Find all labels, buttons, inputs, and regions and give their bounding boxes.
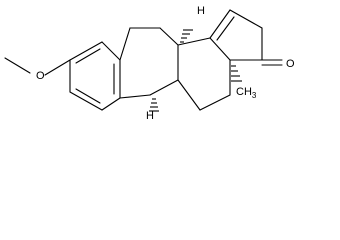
ring-b: [119, 27, 179, 99]
double-bond-c3-c4: [75, 48, 101, 64]
bond-c12-c11: [199, 94, 231, 111]
bond-c7-c8: [159, 27, 179, 46]
ring-d: [209, 9, 263, 61]
ring-c: [177, 37, 231, 111]
bond-o-ch3: [4, 57, 31, 74]
methoxy-oxygen-label: O: [36, 70, 45, 82]
bond-c3-c4: [69, 41, 103, 61]
skeletal-formula: O O H: [4, 5, 295, 120]
ketone-group: O: [261, 58, 295, 70]
hydrogen-c8-label: H: [197, 5, 205, 17]
bond-c8-c14: [177, 37, 211, 46]
bond-c3-o: [44, 59, 71, 76]
bond-c5-c6: [119, 27, 131, 61]
bond-c14-c15: [209, 9, 231, 39]
bond-c15-c16: [229, 9, 263, 29]
bond-c4-c5: [101, 41, 121, 61]
ketone-oxygen-label: O: [286, 58, 295, 70]
double-bond-c1-c2: [75, 88, 101, 104]
bond-c1-c2: [69, 91, 103, 111]
bond-c10-ring-junction: [119, 94, 151, 99]
bond-c9-c10: [149, 79, 179, 96]
bond-c14-c13: [209, 37, 231, 61]
double-bond-c14-c15: [216, 16, 235, 41]
methyl-c13-label: CH3: [236, 86, 257, 100]
ring-a-aromatic: [69, 41, 121, 111]
stereo-methyl-c13: CH3: [231, 65, 257, 100]
stereo-h-c8: H: [180, 5, 205, 43]
bond-c10-c1: [101, 97, 121, 111]
bond-c11-c9: [177, 79, 201, 111]
structure-canvas: O O H: [4, 5, 295, 120]
hydrogen-c9-label: H: [146, 110, 154, 120]
methoxy-group: O: [4, 57, 71, 82]
stereo-h-c9: H: [146, 98, 159, 120]
